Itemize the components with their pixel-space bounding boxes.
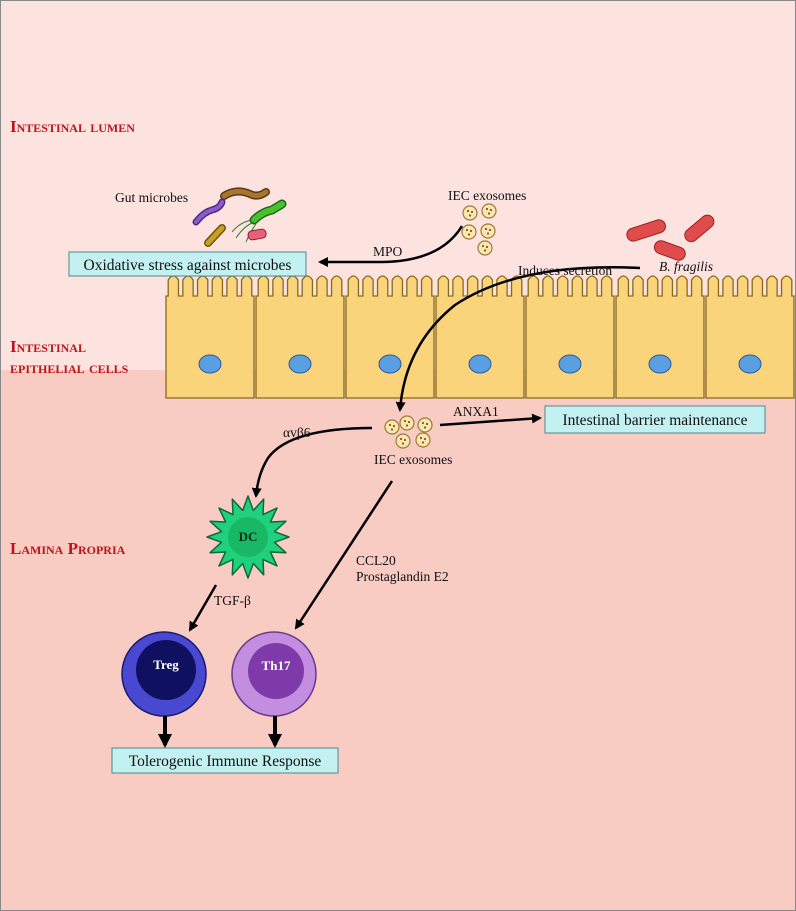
epithelial-cell	[525, 275, 615, 399]
gut-microbes-icon	[192, 187, 287, 247]
iec-exosomes-top-label: IEC exosomes	[448, 188, 526, 203]
treg-label: Treg	[153, 657, 179, 672]
induces-secretion-arrow	[395, 266, 641, 412]
region-title-epithelial-2: epithelial cells	[10, 358, 129, 377]
epithelial-cell	[345, 275, 435, 399]
ccl20-label: CCL20	[356, 553, 396, 568]
epithelial-cell	[165, 275, 255, 399]
mpo-arrow	[318, 225, 464, 267]
nucleus-icon	[738, 354, 762, 374]
tgf-beta-arrow	[188, 584, 218, 632]
treg-cell-icon	[121, 631, 207, 717]
mpo-label: MPO	[373, 244, 403, 259]
b-fragilis-icon	[626, 214, 715, 261]
avb6-label: αvβ6	[283, 425, 311, 440]
tgf-beta-label: TGF-β	[214, 593, 251, 608]
anxa1-arrow	[439, 413, 542, 427]
anxa1-label: ANXA1	[453, 404, 499, 419]
gut-microbes-label: Gut microbes	[115, 190, 188, 205]
nucleus-icon	[378, 354, 402, 374]
tolerogenic-response-box	[111, 747, 339, 774]
oxidative-stress-text: Oxidative stress against microbes	[84, 257, 292, 274]
dc-label: DC	[239, 529, 258, 544]
epithelial-cell-layer	[165, 275, 795, 399]
tolerogenic-response-text: Tolerogenic Immune Response	[129, 753, 322, 770]
epithelial-cell	[705, 275, 795, 399]
nucleus-icon	[198, 354, 222, 374]
ccl20-arrow	[294, 480, 394, 630]
nucleus-icon	[648, 354, 672, 374]
barrier-maintenance-text: Intestinal barrier maintenance	[562, 412, 747, 429]
induces-secretion-label: Induces secretion	[518, 263, 612, 278]
lamina-propria-region	[0, 370, 796, 911]
th17-label: Th17	[262, 658, 291, 673]
oxidative-stress-box	[68, 251, 307, 277]
barrier-maintenance-box	[544, 405, 766, 434]
dendritic-cell-icon	[206, 495, 290, 579]
nucleus-icon	[288, 354, 312, 374]
epithelial-cell	[255, 275, 345, 399]
epithelial-cell	[615, 275, 705, 399]
region-title-lamina: Lamina Propria	[10, 539, 126, 558]
region-title-epithelial-1: Intestinal	[10, 337, 86, 356]
b-fragilis-label: B. fragilis	[659, 259, 713, 274]
nucleus-icon	[468, 354, 492, 374]
avb6-arrow	[251, 426, 373, 498]
th17-cell-icon	[231, 631, 317, 717]
iec-exosomes-bottom-label: IEC exosomes	[374, 452, 452, 467]
region-title-lumen: Intestinal lumen	[10, 117, 135, 136]
nucleus-icon	[558, 354, 582, 374]
prostaglandin-label: Prostaglandin E2	[356, 569, 449, 584]
